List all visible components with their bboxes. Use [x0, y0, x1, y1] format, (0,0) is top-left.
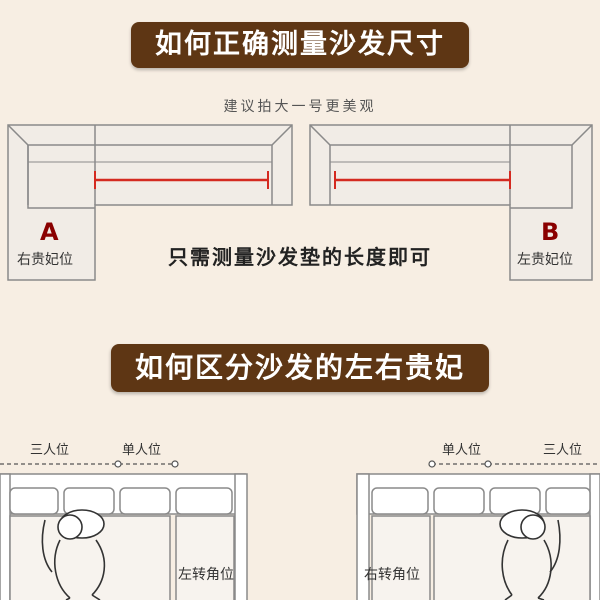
- left-corner-label: 左转角位: [178, 567, 234, 583]
- sofa-a-outline: [7, 124, 293, 281]
- right-corner-label: 右转角位: [364, 567, 420, 583]
- left-sofa: [0, 473, 248, 600]
- sofa-b-label: 左贵妃位: [517, 252, 573, 268]
- subtitle: 建议拍大一号更美观: [223, 99, 377, 115]
- measure-line-a: [94, 171, 269, 189]
- measure-instruction: 只需测量沙发垫的长度即可: [168, 245, 432, 269]
- sofa-b-letter: B: [541, 218, 560, 246]
- title-banner: 如何正确测量沙发尺寸: [131, 22, 469, 68]
- right-three-seat-label: 三人位: [543, 443, 583, 458]
- left-single-seat-label: 单人位: [122, 443, 162, 458]
- person-icon-left: [41, 509, 106, 600]
- section2-banner: 如何区分沙发的左右贵妃: [110, 344, 490, 392]
- right-sofa-dimension-ticks: [428, 460, 492, 468]
- measure-line-b: [334, 171, 511, 189]
- sofa-a-label: 右贵妃位: [17, 252, 73, 268]
- sofa-b-outline: [309, 124, 593, 281]
- left-sofa-dimension-ticks: [114, 460, 179, 468]
- left-three-seat-label: 三人位: [30, 443, 70, 458]
- right-single-seat-label: 单人位: [442, 443, 482, 458]
- sofa-a-letter: A: [40, 218, 59, 246]
